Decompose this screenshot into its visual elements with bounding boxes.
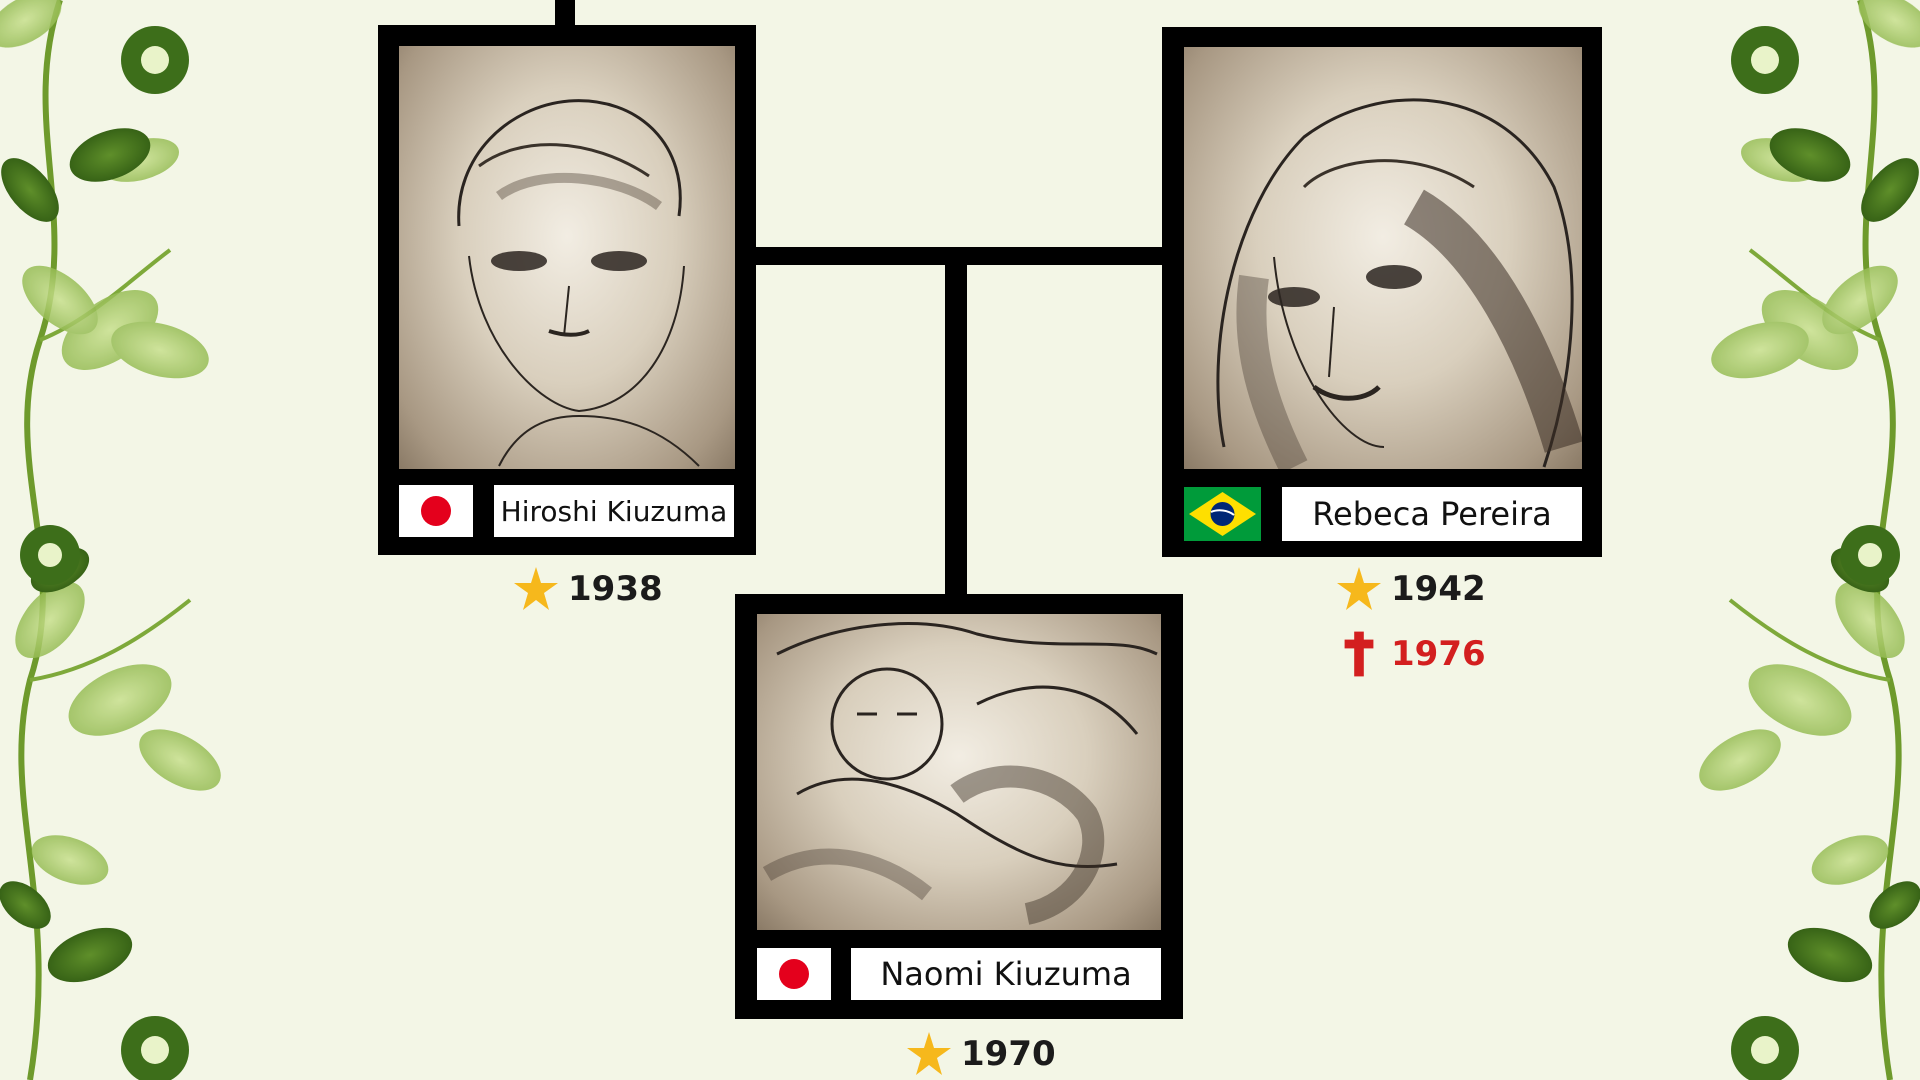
birth-year: 1970 [961,1034,1056,1074]
star-icon [1335,565,1383,613]
birth-date-mother: 1942 [1335,565,1486,613]
person-name-child: Naomi Kiuzuma [851,948,1161,1000]
descent-line [945,263,967,596]
cross-icon [1335,630,1383,678]
person-card-father[interactable]: Hiroshi Kiuzuma [378,25,756,555]
brazil-flag-icon [1184,487,1261,541]
person-name-father: Hiroshi Kiuzuma [494,485,734,537]
right-vine-decoration [1699,0,1920,1080]
portrait-child [757,614,1161,930]
death-date-mother: 1976 [1335,630,1486,678]
japan-flag-icon [399,485,473,537]
person-card-child[interactable]: Naomi Kiuzuma [735,594,1183,1019]
birth-date-child: 1970 [905,1030,1056,1078]
portrait-mother [1184,47,1582,469]
portrait-father [399,46,735,469]
left-vine-decoration [0,0,221,1080]
parent-line-up [555,0,575,28]
person-name-mother: Rebeca Pereira [1282,487,1582,541]
star-icon [905,1030,953,1078]
person-card-mother[interactable]: Rebeca Pereira [1162,27,1602,557]
death-year: 1976 [1391,634,1486,674]
birth-year: 1942 [1391,569,1486,609]
birth-year: 1938 [568,569,663,609]
marriage-line [755,247,1167,265]
japan-flag-icon [757,948,831,1000]
birth-date-father: 1938 [512,565,663,613]
star-icon [512,565,560,613]
